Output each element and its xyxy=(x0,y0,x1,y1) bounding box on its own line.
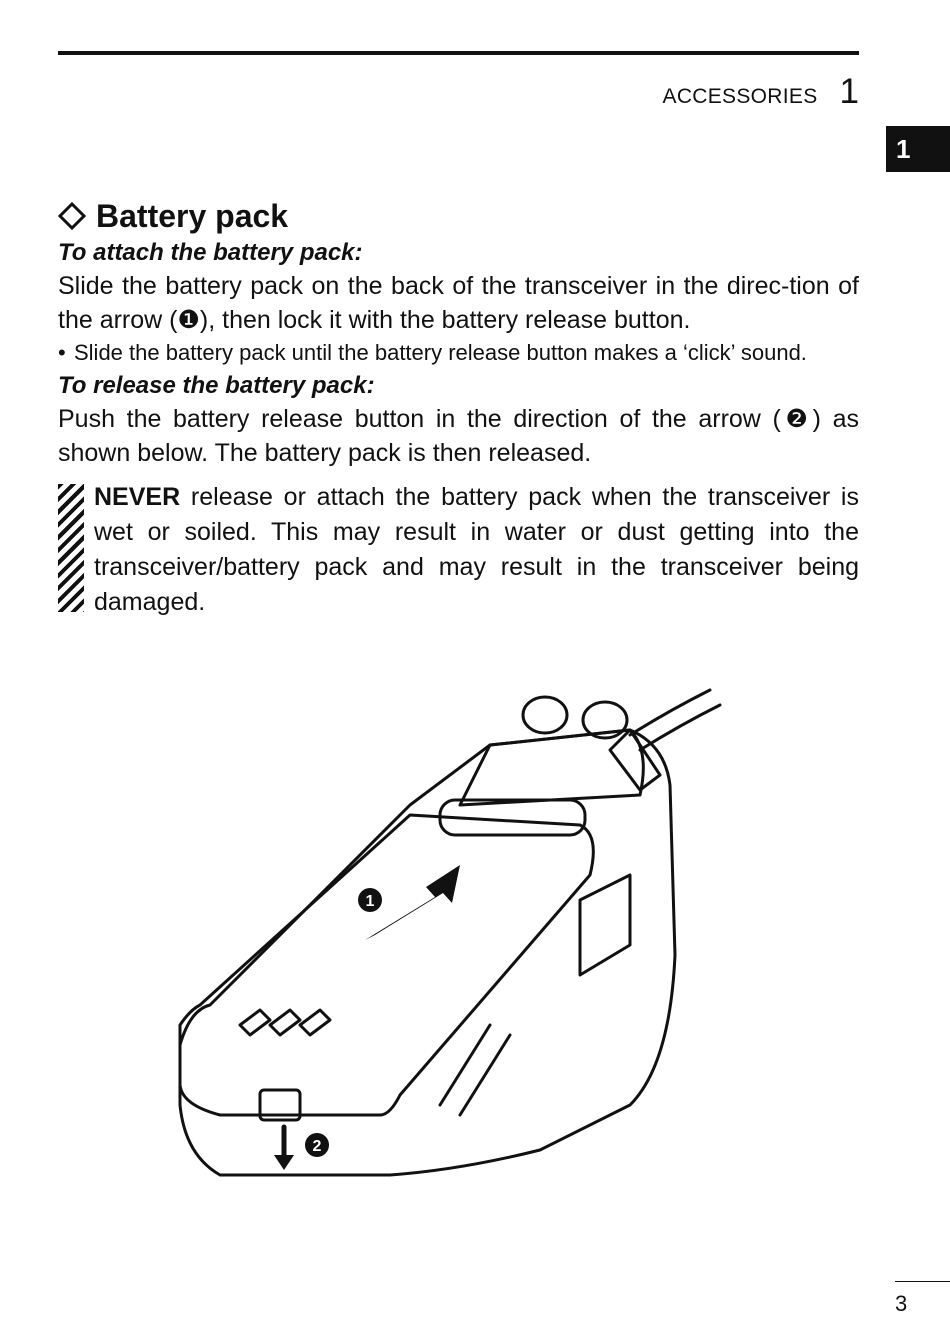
caution-text: NEVER release or attach the battery pack… xyxy=(94,480,859,620)
marker-1: ❶ xyxy=(177,306,200,334)
label-2-circle xyxy=(305,1133,329,1157)
label-1-text: 1 xyxy=(366,893,375,910)
main-content: Battery pack To attach the battery pack:… xyxy=(58,196,859,620)
page-number: 3 xyxy=(895,1291,908,1316)
marker-2: ❷ xyxy=(780,405,813,433)
bullet-dot: • xyxy=(58,340,66,365)
attach-bullet: • Slide the battery pack until the batte… xyxy=(58,337,859,369)
side-ridge-1 xyxy=(438,1023,492,1107)
caution-emphasis: NEVER xyxy=(94,483,181,511)
antenna-base xyxy=(608,728,662,792)
release-title: To release the battery pack: xyxy=(58,372,375,399)
knob-right xyxy=(581,700,629,740)
top-panel xyxy=(458,728,645,807)
attach-paragraph: Slide the battery pack on the back of th… xyxy=(58,269,859,337)
attach-arrow xyxy=(365,865,460,940)
section-title: ACCESSORIES xyxy=(662,85,818,108)
section-heading: Battery pack xyxy=(58,196,859,236)
vent-1 xyxy=(238,1008,272,1037)
heading-text: Battery pack xyxy=(96,197,289,234)
release-paragraph: Push the battery release button in the d… xyxy=(58,402,859,470)
release-text-b: ) as shown below. The battery pack is th… xyxy=(58,405,859,467)
vent-2 xyxy=(268,1008,302,1037)
side-ridge-2 xyxy=(458,1033,512,1117)
diamond-icon xyxy=(58,202,86,230)
attach-bullet-text: Slide the battery pack until the battery… xyxy=(74,340,807,365)
caution-body: release or attach the battery pack when … xyxy=(94,483,859,616)
header-rule xyxy=(58,51,859,55)
caution-hatch-icon xyxy=(58,484,84,612)
knob-left xyxy=(521,695,569,735)
label-2-text: 2 xyxy=(313,1138,322,1155)
footer-rule xyxy=(895,1281,950,1282)
battery-pack xyxy=(178,813,595,1117)
attach-text-a: Slide the battery pack on the back of th… xyxy=(58,272,859,334)
transceiver-illustration: 1 2 xyxy=(178,688,722,1177)
caution-note: NEVER release or attach the battery pack… xyxy=(58,480,859,620)
release-text-a: Push the battery release button in the d… xyxy=(58,405,781,433)
vent-3 xyxy=(298,1008,332,1037)
chapter-tab: 1 xyxy=(886,126,950,172)
release-button xyxy=(258,1088,302,1122)
chapter-number: 1 xyxy=(839,72,859,111)
label-1-circle xyxy=(358,888,382,912)
antenna-cable xyxy=(628,688,722,752)
side-grip xyxy=(578,873,632,977)
page-header: ACCESSORIES 1 xyxy=(663,72,859,112)
release-arrow-head xyxy=(274,1155,294,1170)
attach-title: To attach the battery pack: xyxy=(58,239,363,266)
attach-text-b: ), then lock it with the battery release… xyxy=(199,306,691,334)
